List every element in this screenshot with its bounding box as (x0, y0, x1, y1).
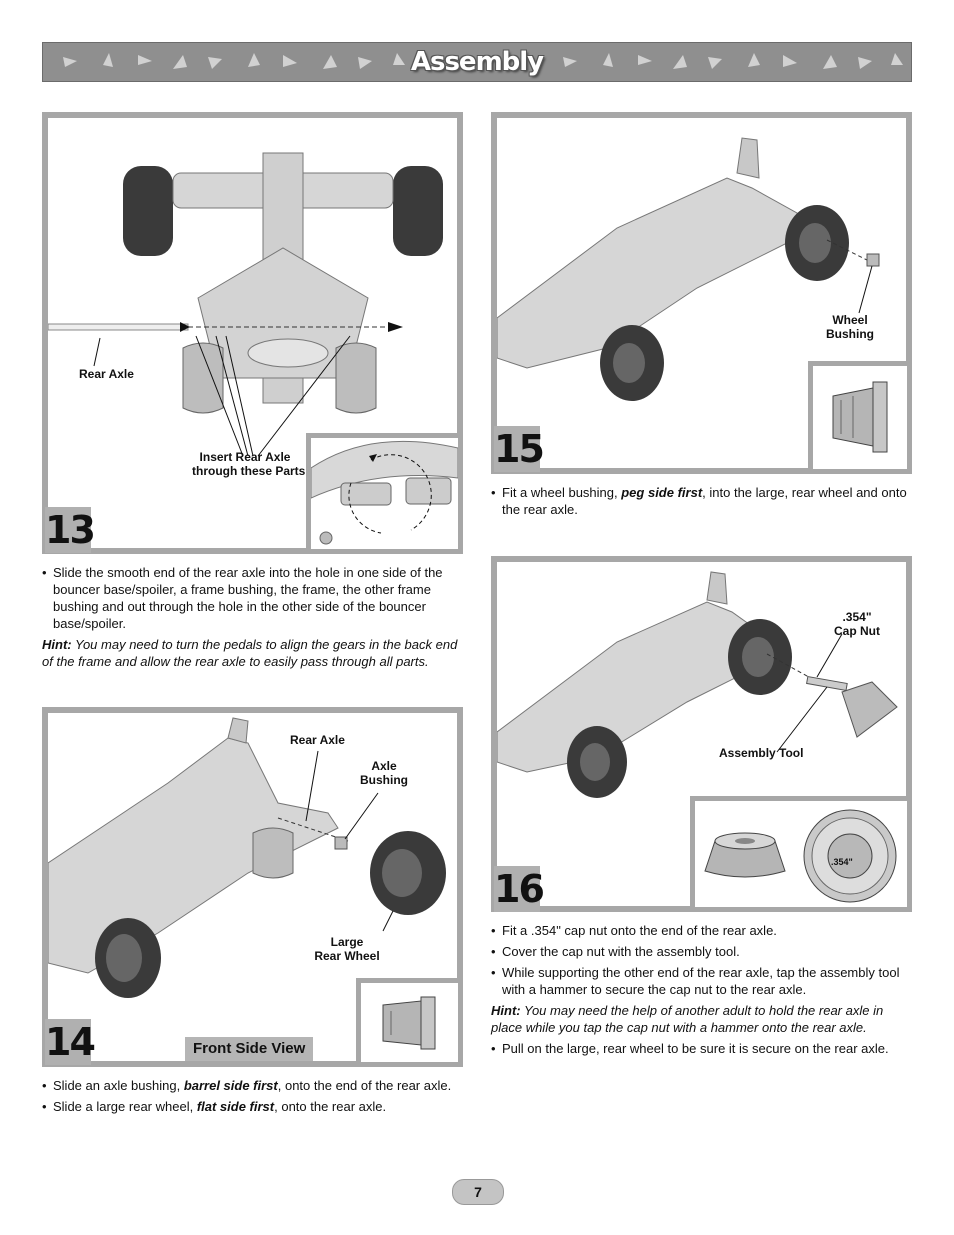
step-13-illustration (48, 152, 443, 457)
bullet-2-post: , onto the rear axle. (274, 1099, 387, 1114)
large-wheel-line-1: Large (330, 935, 364, 949)
bullet-1-post: , into the large, rear wheel and onto th… (502, 485, 907, 517)
step-13-bullet-1: Slide the smooth end of the rear axle in… (42, 564, 460, 632)
bullet-1-pre: Fit a wheel bushing, (502, 485, 622, 500)
wheel-bushing-line-2: Bushing (826, 327, 874, 341)
step-14-illustration (48, 717, 446, 998)
step-13-inset (306, 433, 463, 554)
hint-label: Hint: (42, 637, 72, 652)
axle-bushing-line-2: Bushing (360, 773, 408, 787)
label-cap-nut: .354" Cap Nut (826, 610, 888, 638)
cap-nut-line-2: Cap Nut (834, 624, 880, 638)
cap-nut-detail (704, 809, 897, 903)
step-16-bullet-2: Cover the cap nut with the assembly tool… (491, 943, 911, 960)
banner-pattern (63, 53, 903, 69)
section-banner: Assembly (42, 42, 912, 82)
step-16-illustration (497, 571, 898, 798)
step-16-inset: .354" (690, 796, 912, 912)
label-insert-rear-axle: Insert Rear Axle through these Parts (192, 450, 306, 478)
label-assembly-tool: Assembly Tool (719, 746, 804, 760)
step-14-inset (356, 978, 463, 1067)
bullet-2-pre: Slide a large rear wheel, (53, 1099, 197, 1114)
bullet-1-emph: barrel side first (183, 1078, 278, 1093)
step-13-hint: Hint: You may need to turn the pedals to… (42, 636, 460, 670)
step-16-bullet-3: While supporting the other end of the re… (491, 964, 911, 998)
step-15-inset (808, 361, 912, 474)
step-16-bullet-4: Pull on the large, rear wheel to be sure… (491, 1040, 911, 1057)
step-14-number: 14 (45, 1019, 96, 1065)
step-16-number: 16 (494, 866, 545, 912)
step-15-number: 15 (494, 426, 545, 472)
step-16-instructions: Fit a .354" cap nut onto the end of the … (491, 922, 911, 1061)
step-13-number: 13 (45, 507, 96, 553)
hint-label: Hint: (491, 1003, 521, 1018)
label-wheel-bushing: Wheel Bushing (821, 313, 879, 341)
label-axle-bushing: Axle Bushing (358, 759, 410, 787)
step-14-panel: Rear Axle Axle Bushing Large Rear Wheel … (42, 707, 463, 1067)
front-side-view-label: Front Side View (185, 1037, 314, 1061)
wheel-bushing-detail (832, 381, 888, 453)
bullet-1-pre: Slide an axle bushing, (53, 1078, 184, 1093)
label-rear-axle: Rear Axle (79, 367, 134, 381)
wheel-bushing-line-1: Wheel (832, 313, 868, 327)
step-16-panel: .354" Cap Nut Assembly Tool .354" 16 (491, 556, 912, 912)
step-14-bullet-2: Slide a large rear wheel, flat side firs… (42, 1098, 462, 1115)
page-number: 7 (452, 1179, 504, 1205)
label-rear-axle-14: Rear Axle (290, 733, 345, 747)
pedal-gear-detail (310, 440, 459, 545)
step-15-panel: Wheel Bushing 15 (491, 112, 912, 474)
bullet-1-emph: peg side first (621, 485, 703, 500)
cap-nut-line-1: .354" (842, 610, 872, 624)
bullet-1-post: , onto the end of the rear axle. (277, 1078, 452, 1093)
label-insert-line-2: through these Parts (192, 464, 306, 478)
page-title: Assembly (410, 47, 544, 77)
step-13-panel: Rear Axle Insert Rear Axle through these… (42, 112, 463, 554)
cap-size-label: .354" (831, 857, 853, 867)
axle-bushing-detail (382, 996, 436, 1050)
step-14-bullet-1: Slide an axle bushing, barrel side first… (42, 1077, 462, 1094)
step-15-illustration (497, 137, 880, 401)
label-insert-line-1: Insert Rear Axle (199, 450, 291, 464)
step-14-instructions: Slide an axle bushing, barrel side first… (42, 1077, 462, 1119)
step-15-bullet-1: Fit a wheel bushing, peg side first, int… (491, 484, 911, 518)
step-13-instructions: Slide the smooth end of the rear axle in… (42, 564, 460, 674)
step-16-bullet-1: Fit a .354" cap nut onto the end of the … (491, 922, 911, 939)
hint-text: You may need the help of another adult t… (491, 1003, 884, 1035)
large-wheel-line-2: Rear Wheel (314, 949, 380, 963)
axle-bushing-line-1: Axle (371, 759, 397, 773)
hint-text: You may need to turn the pedals to align… (42, 637, 458, 669)
bullet-2-emph: flat side first (196, 1099, 275, 1114)
step-16-hint: Hint: You may need the help of another a… (491, 1002, 911, 1036)
step-15-instructions: Fit a wheel bushing, peg side first, int… (491, 484, 911, 522)
label-large-rear-wheel: Large Rear Wheel (312, 935, 382, 963)
